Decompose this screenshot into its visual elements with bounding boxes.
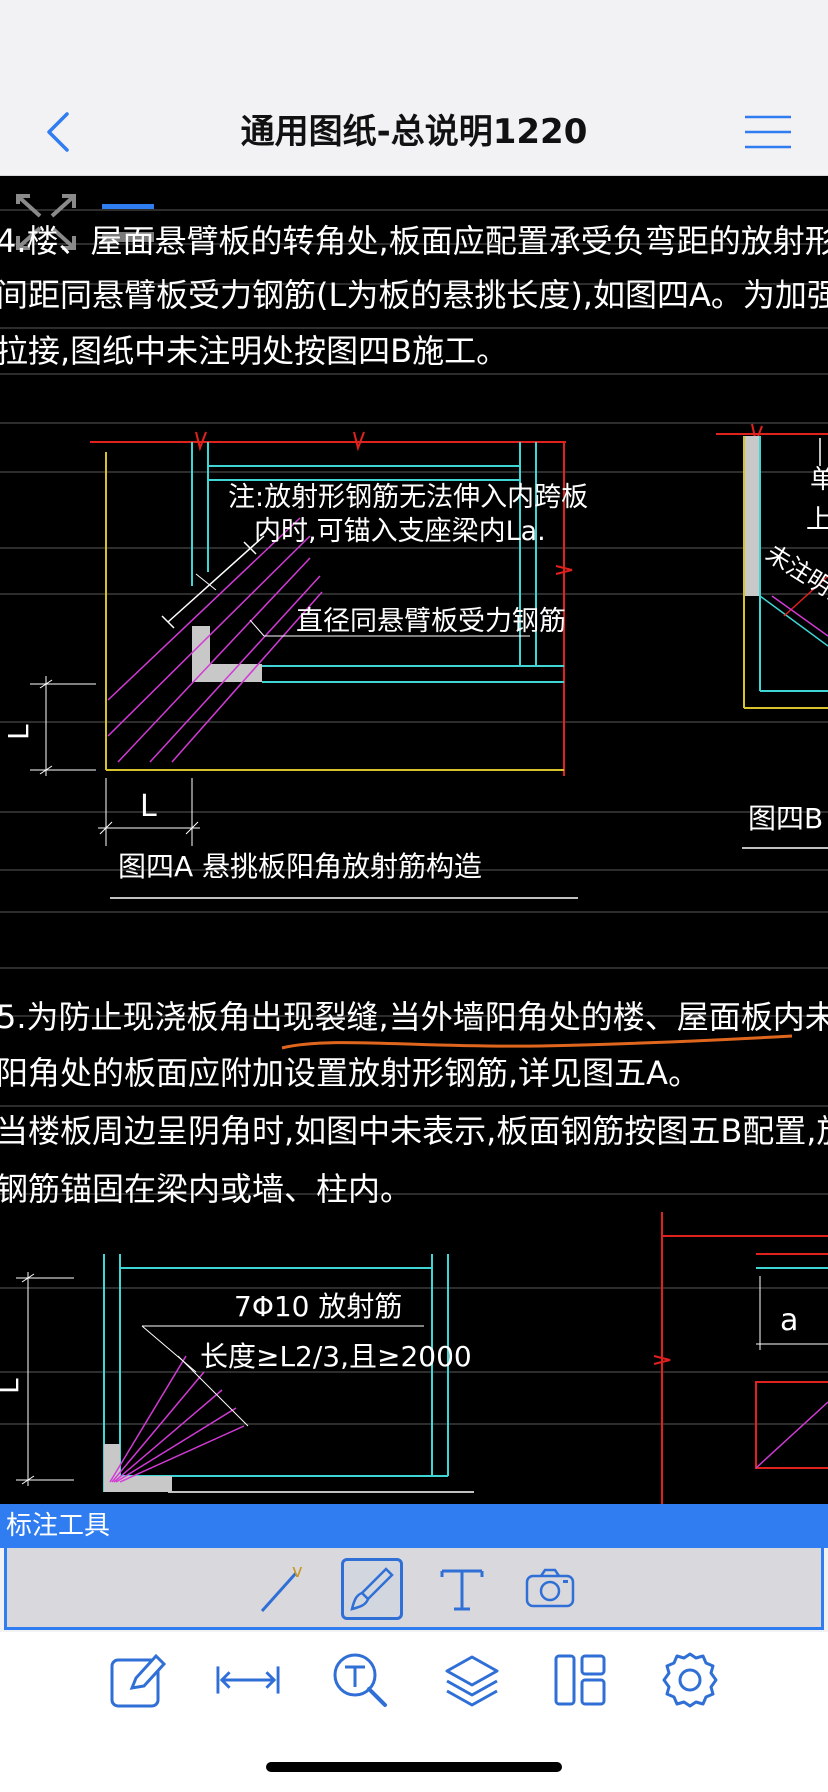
para4-line3: 拉接,图纸中未注明处按图四B施工。 xyxy=(0,332,508,370)
figure-4b: 单 上 未注明截 图四B 转 xyxy=(716,423,828,849)
camera-icon xyxy=(525,1568,575,1608)
view-bar-icon xyxy=(102,232,154,242)
fig4a-dim-bottom: L xyxy=(140,789,157,824)
nav-bar: 通用图纸-总说明1220 xyxy=(0,88,828,176)
pen-tool-button[interactable] xyxy=(341,1558,403,1620)
annotation-toolbar: v xyxy=(4,1548,824,1630)
cad-drawing-canvas[interactable]: 4.楼、屋面悬臂板的转角处,板面应配置承受负弯距的放射形钢筋,其直径及1/2 间… xyxy=(0,176,828,1504)
fullscreen-icon[interactable] xyxy=(16,194,76,250)
layers-icon xyxy=(445,1655,499,1707)
line-tool-button[interactable]: v xyxy=(253,1558,315,1620)
edit-icon xyxy=(110,1653,167,1708)
status-bar xyxy=(0,0,828,88)
guide-lines xyxy=(0,209,828,1425)
home-indicator[interactable] xyxy=(266,1762,562,1772)
fig4a-note-line2: 内时,可锚入支座梁内La. xyxy=(254,516,546,547)
line-draw-icon: v xyxy=(260,1561,303,1613)
hamburger-menu-icon xyxy=(745,115,791,149)
fig4a-rebar-label: 直径同悬臂板受力钢筋 xyxy=(296,606,566,637)
para5-line2: 阳角处的板面应附加设置放射形钢筋,详见图五A。 xyxy=(0,1054,700,1092)
para4-line1: 4.楼、屋面悬臂板的转角处,板面应配置承受负弯距的放射形钢筋,其直径及1/2 xyxy=(0,222,828,260)
page-title: 通用图纸-总说明1220 xyxy=(240,112,588,152)
para5-line1: 5.为防止现浇板角出现裂缝,当外墙阳角处的楼、屋面板内未双层双向配筋时,在 xyxy=(0,998,828,1036)
settings-button[interactable] xyxy=(658,1648,722,1712)
minimize-icon[interactable] xyxy=(102,204,154,209)
layers-button[interactable] xyxy=(440,1648,504,1712)
figure-4a: 注:放射形钢筋无法伸入内跨板 内时,可锚入支座梁内La. 直径同悬臂板受力钢筋 … xyxy=(2,431,588,899)
svg-text:v: v xyxy=(292,1561,303,1582)
gear-icon xyxy=(662,1652,718,1708)
measure-arrow-icon xyxy=(216,1666,280,1694)
fig5a-rebar-label: 7Φ10 放射筋 xyxy=(234,1290,402,1323)
layout-button[interactable] xyxy=(548,1648,612,1712)
text-search-button[interactable] xyxy=(328,1648,392,1712)
figure-5a: 7Φ10 放射筋 长度≥L2/3,且≥2000 L xyxy=(0,1254,474,1493)
fig4a-dim-left: L xyxy=(2,724,35,740)
annotation-title: 标注工具 xyxy=(6,1511,111,1541)
edit-button[interactable] xyxy=(106,1648,170,1712)
annotation-toolbar-header: 标注工具 xyxy=(0,1504,828,1548)
fig4b-label-mid: 上 xyxy=(806,505,828,535)
chevron-left-icon xyxy=(47,112,69,152)
camera-tool-button[interactable] xyxy=(519,1558,581,1620)
cad-drawing: 4.楼、屋面悬臂板的转角处,板面应配置承受负弯距的放射形钢筋,其直径及1/2 间… xyxy=(0,194,828,1504)
layout-panels-icon xyxy=(554,1654,606,1706)
para5-line3: 当楼板周边呈阴角时,如图中未表示,板面钢筋按图五B配置,放射形钢筋应按受拉 xyxy=(0,1112,828,1150)
fig5b-dim-a: a xyxy=(780,1303,798,1338)
text-search-icon xyxy=(333,1653,387,1707)
fig4b-label-diag: 未注明截 xyxy=(761,539,828,614)
fig5a-dim-left: L xyxy=(0,1378,25,1394)
text-t-icon xyxy=(440,1569,484,1611)
measure-button[interactable] xyxy=(216,1648,280,1712)
fig5a-length-label: 长度≥L2/3,且≥2000 xyxy=(200,1340,472,1373)
fig4b-label-top: 单 xyxy=(810,465,828,495)
fig4a-caption: 图四A 悬挑板阳角放射筋构造 xyxy=(118,850,482,883)
para4-line2: 间距同悬臂板受力钢筋(L为板的悬挑长度),如图四A。为加强转角窗处楼板对 xyxy=(0,276,828,314)
text-tool-button[interactable] xyxy=(431,1558,493,1620)
fig4a-note-line1: 注:放射形钢筋无法伸入内跨板 xyxy=(228,482,588,513)
markup-underline xyxy=(281,1034,793,1050)
pen-icon xyxy=(350,1567,394,1611)
back-button[interactable] xyxy=(30,104,86,160)
fig4b-caption: 图四B 转 xyxy=(748,802,828,835)
para5-line4: 钢筋锚固在梁内或墙、柱内。 xyxy=(0,1170,412,1208)
figure-5b: a xyxy=(653,1212,828,1504)
menu-button[interactable] xyxy=(738,106,798,158)
